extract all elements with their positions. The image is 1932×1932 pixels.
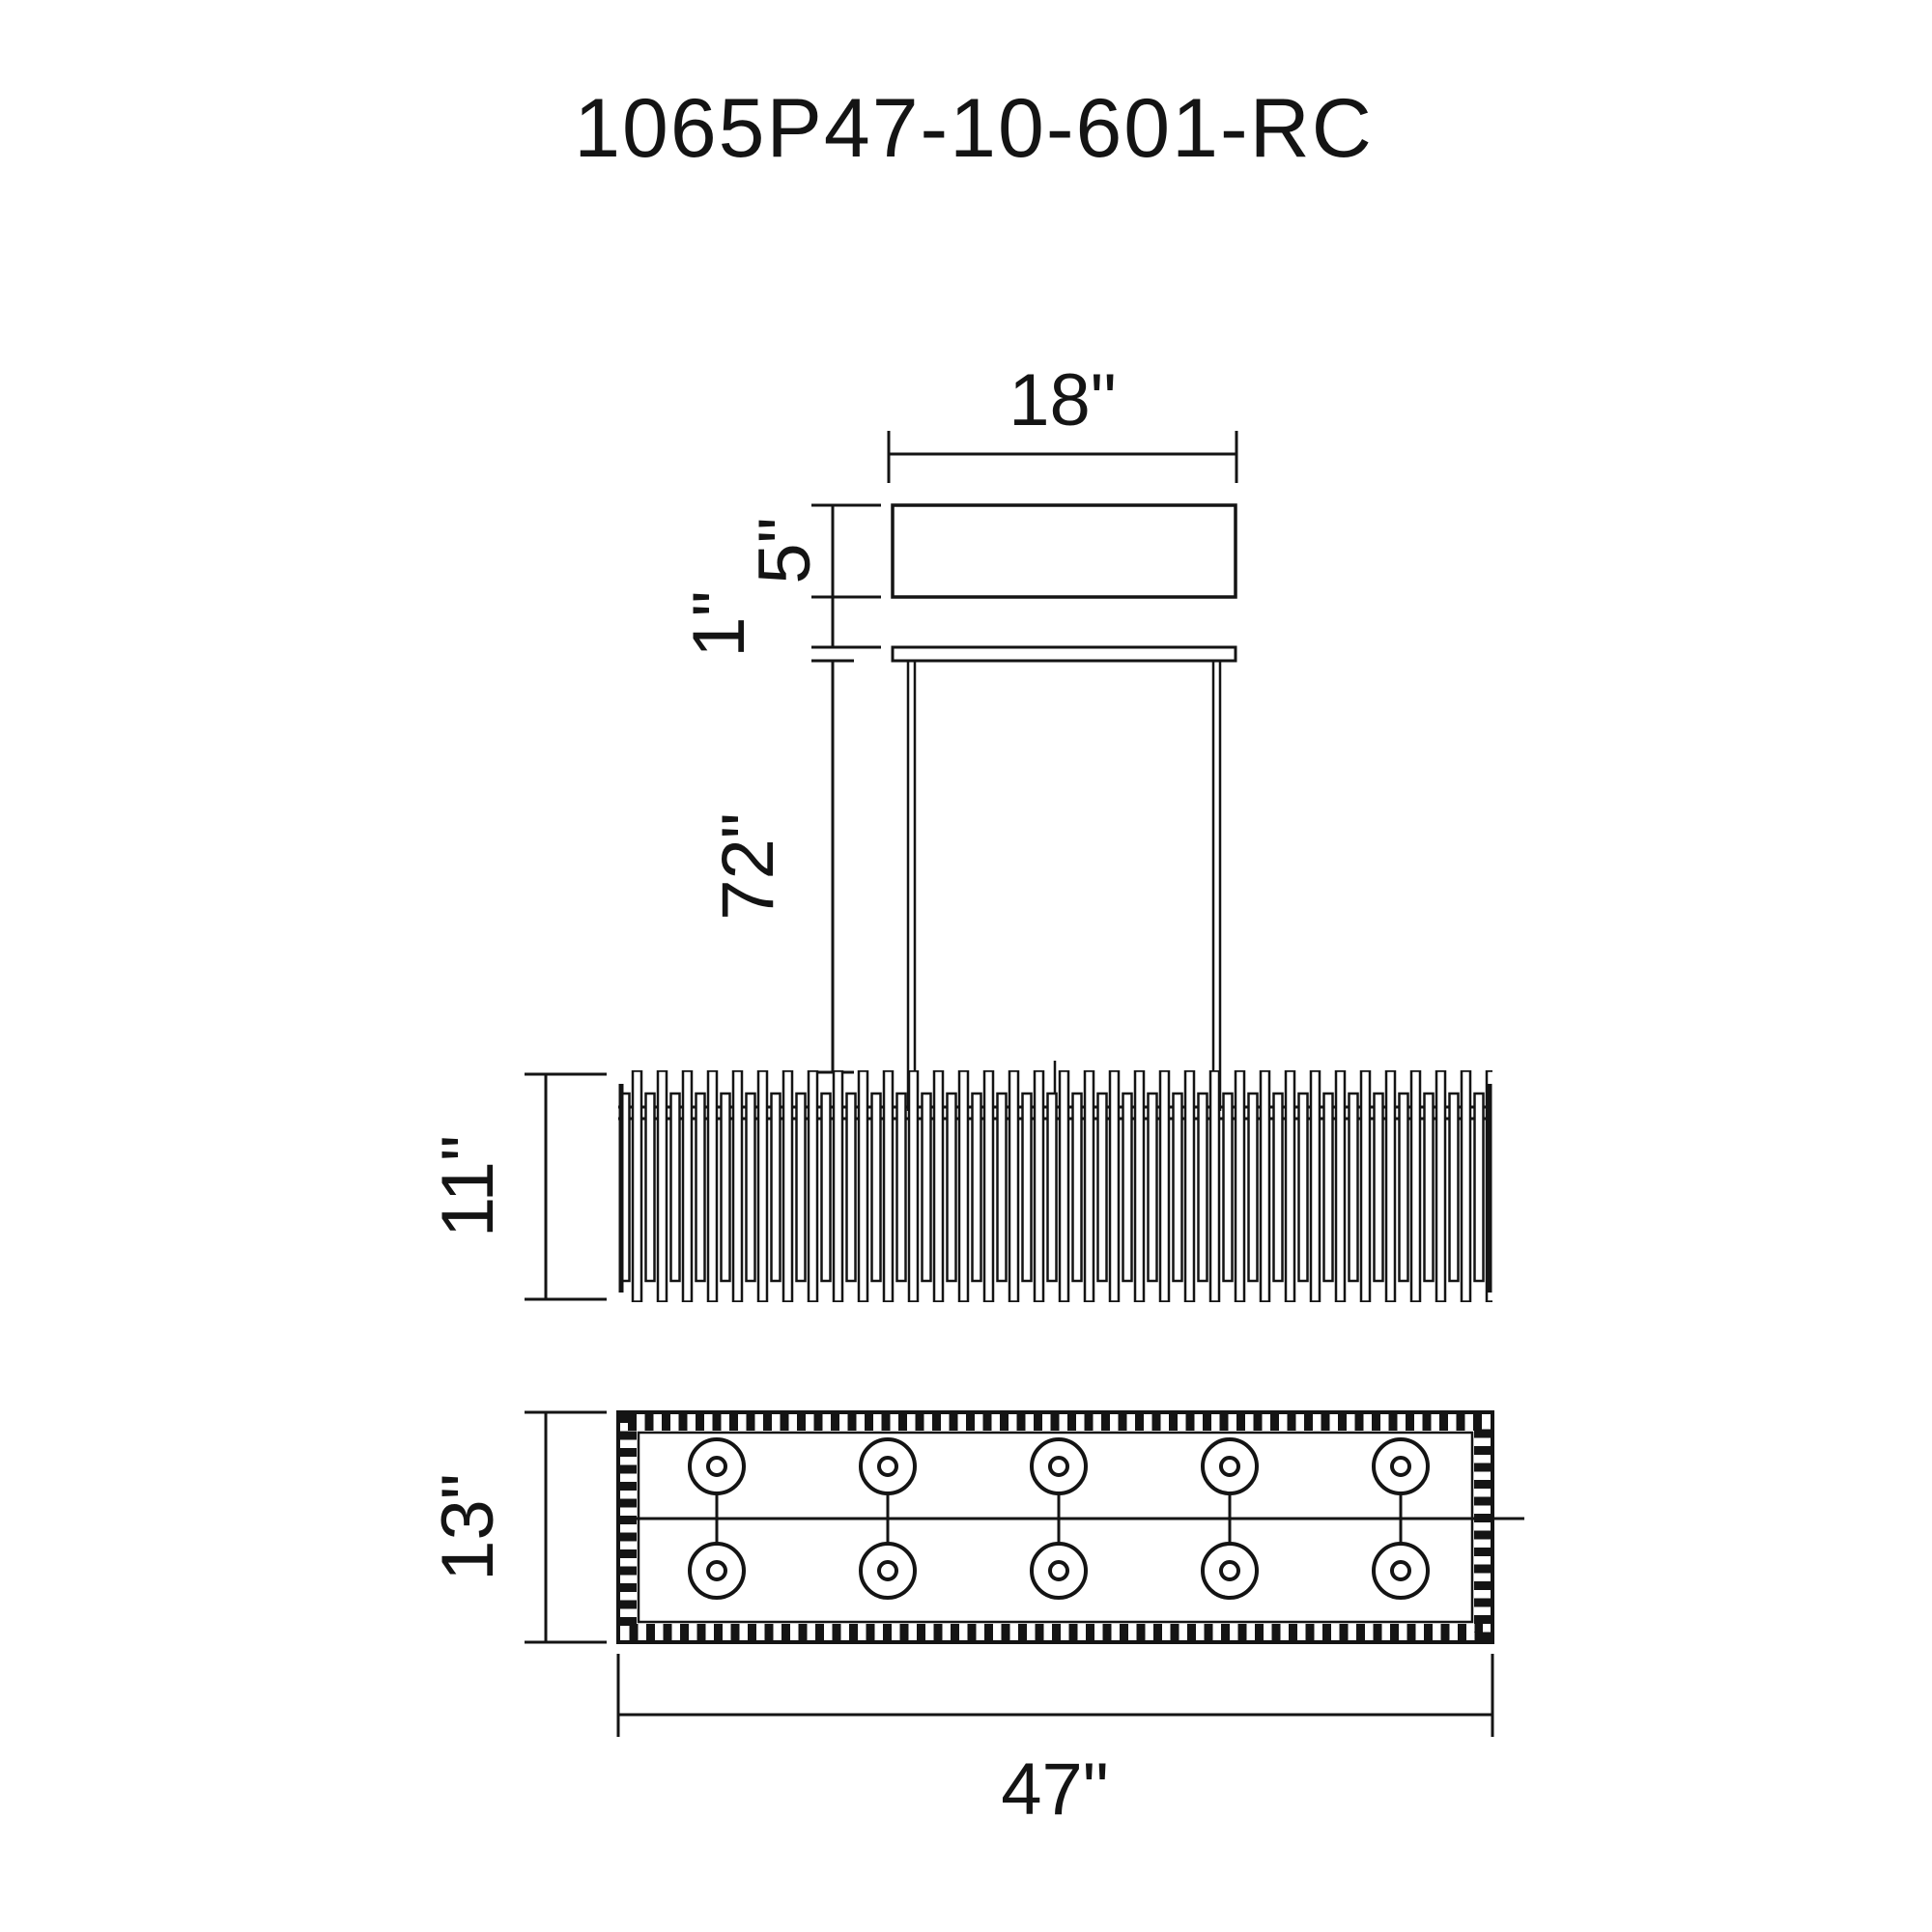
canopy [891, 503, 1237, 599]
bulb [1372, 1437, 1430, 1495]
product-code: 1065P47-10-601-RC [574, 82, 1374, 175]
bulb [1030, 1437, 1088, 1495]
plan-crystal-teeth-border [619, 1413, 1492, 1641]
bulb [1201, 1437, 1259, 1495]
dim-label-body-depth: 13" [427, 1473, 509, 1581]
bulb [859, 1437, 917, 1495]
bulb [859, 1542, 917, 1600]
plan-view: 13" 47" [427, 1410, 1524, 1831]
dim-label-stem-gap: 1" [678, 590, 760, 657]
dim-label-canopy-height: 5" [744, 517, 826, 583]
bulb [688, 1542, 746, 1600]
plan-outer-frame [616, 1410, 1494, 1644]
dim-label-canopy-width: 18" [1009, 359, 1117, 441]
bulb [1201, 1542, 1259, 1600]
bulb [1372, 1542, 1430, 1600]
mounting-bar [891, 645, 1237, 663]
dim-label-body-height: 11" [427, 1135, 509, 1237]
dim-label-body-width: 47" [1001, 1748, 1109, 1831]
bulb [688, 1437, 746, 1495]
crystal-fringe [618, 1070, 1492, 1302]
bulb [1030, 1542, 1088, 1600]
side-view: 18" 5" 1" 72" 11" [427, 359, 1492, 1302]
plan-inner-frame [637, 1431, 1474, 1624]
dim-label-rod-drop: 72" [707, 812, 789, 921]
